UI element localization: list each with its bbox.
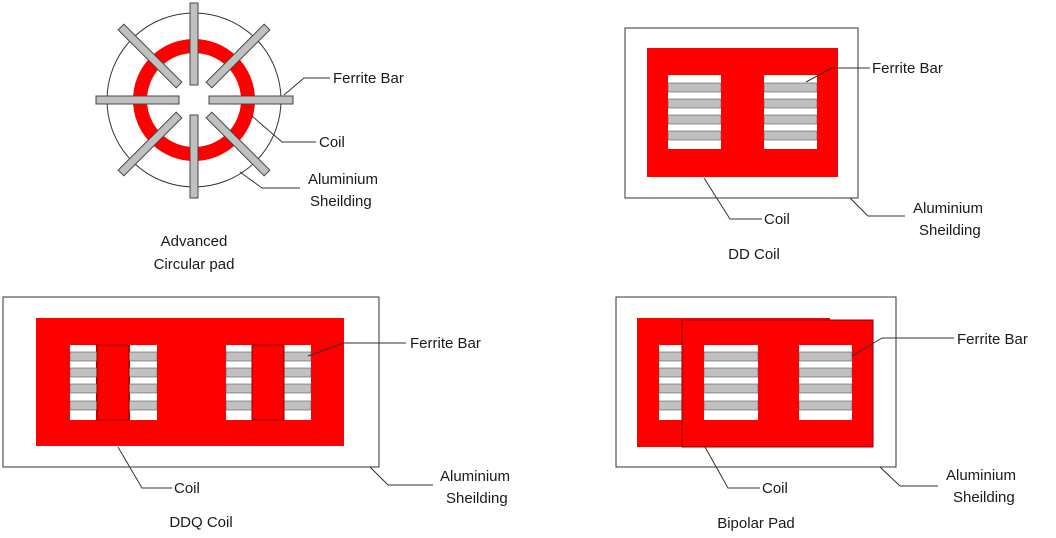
ferrite-bar-right xyxy=(208,95,294,105)
circular-caption-line2: Circular pad xyxy=(154,256,235,273)
ferrite-bar-bottom-right xyxy=(205,111,271,177)
bipolar-label-ferrite-bar: Ferrite Bar xyxy=(957,331,1028,348)
ferrite-bar xyxy=(667,114,722,125)
ferrite-bar xyxy=(658,400,683,411)
dd-label-shield-line2: Sheilding xyxy=(919,222,981,239)
circular-leader-lines xyxy=(239,77,330,189)
dd-ferrite-group-left xyxy=(667,75,722,149)
ddq-label-coil: Coil xyxy=(174,480,200,497)
ferrite-bar xyxy=(763,82,818,93)
ddq-label-shield-line2: Sheilding xyxy=(446,490,508,507)
dd-label-shield-line1: Aluminium xyxy=(913,200,983,217)
ddq-ferrite-group-left xyxy=(69,344,158,421)
ferrite-bar xyxy=(798,351,853,362)
ferrite-bar xyxy=(658,367,683,378)
bipolar-back-ferrite xyxy=(658,345,683,420)
ferrite-bar xyxy=(703,383,759,394)
dd-leader-lines xyxy=(703,67,905,220)
ferrite-bar xyxy=(798,400,853,411)
ddq-quadrature-coil-right xyxy=(251,344,285,421)
ddq-ferrite-group-right xyxy=(225,344,312,421)
ferrite-bar xyxy=(798,383,853,394)
ddq-leader-lines xyxy=(117,342,433,489)
circular-label-shield-line1: Aluminium xyxy=(308,171,378,188)
bipolar-label-shield-line2: Sheilding xyxy=(953,489,1015,506)
dd-coil-panel: Ferrite Bar Coil Aluminium Sheilding DD … xyxy=(624,27,983,263)
ferrite-bar xyxy=(658,383,683,394)
ferrite-bar-bottom xyxy=(189,114,199,199)
dd-ferrite-group-right xyxy=(763,75,818,149)
circular-label-coil: Coil xyxy=(319,134,345,151)
ddq-label-ferrite-bar: Ferrite Bar xyxy=(410,335,481,352)
ferrite-bar xyxy=(703,367,759,378)
ddq-caption: DDQ Coil xyxy=(169,514,232,531)
ferrite-bar xyxy=(667,82,722,93)
ferrite-bar xyxy=(798,367,853,378)
ferrite-bar xyxy=(667,98,722,109)
ferrite-bar xyxy=(658,351,683,362)
dd-label-coil: Coil xyxy=(764,211,790,228)
dd-caption: DD Coil xyxy=(728,246,780,263)
ddq-quadrature-coil-left xyxy=(96,344,130,421)
ferrite-bar xyxy=(763,114,818,125)
ferrite-bar-top-right xyxy=(205,23,271,89)
ferrite-bar xyxy=(703,351,759,362)
circular-ferrite-bars xyxy=(95,2,294,199)
circular-label-shield-line2: Sheilding xyxy=(310,193,372,210)
bipolar-front-ferrite-left xyxy=(703,345,759,420)
ferrite-bar xyxy=(763,130,818,141)
ferrite-bar xyxy=(667,130,722,141)
bipolar-pad-panel: Ferrite Bar Coil Aluminium Sheilding Bip… xyxy=(615,296,1028,532)
ferrite-bar-bottom-left xyxy=(117,111,183,177)
ddq-label-shield-line1: Aluminium xyxy=(440,468,510,485)
bipolar-label-coil: Coil xyxy=(762,480,788,497)
bipolar-leader-lines xyxy=(704,337,954,489)
ferrite-bar-top-left xyxy=(117,23,183,89)
circular-caption-line1: Advanced xyxy=(161,233,228,250)
circular-pad-panel: Ferrite Bar Coil Aluminium Sheilding Adv… xyxy=(95,2,404,273)
bipolar-caption: Bipolar Pad xyxy=(717,515,795,532)
ferrite-bar xyxy=(763,98,818,109)
ferrite-bar-top xyxy=(189,2,199,86)
ddq-coil-panel: Ferrite Bar Coil Aluminium Sheilding DDQ… xyxy=(2,296,510,531)
circular-label-ferrite-bar: Ferrite Bar xyxy=(333,70,404,87)
ferrite-bar xyxy=(703,400,759,411)
bipolar-label-shield-line1: Aluminium xyxy=(946,467,1016,484)
bipolar-front-ferrite-right xyxy=(798,345,853,420)
dd-label-ferrite-bar: Ferrite Bar xyxy=(872,60,943,77)
ferrite-bar-left xyxy=(95,95,180,105)
